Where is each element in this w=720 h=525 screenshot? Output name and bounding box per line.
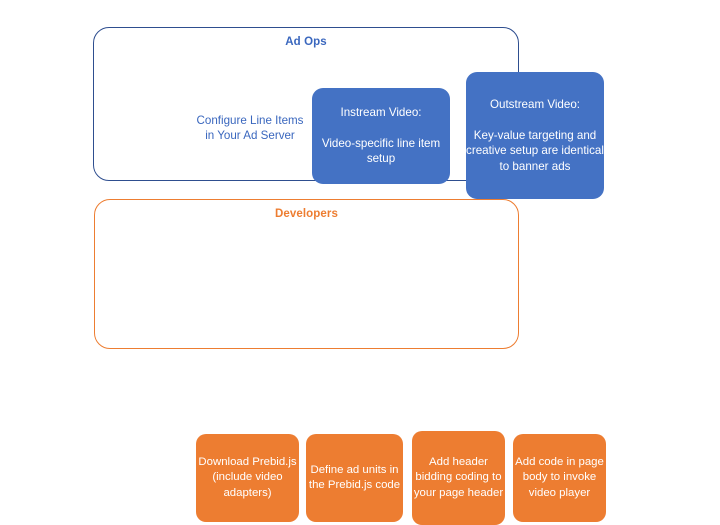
card-define-ad-units[interactable]: Define ad units in the Prebid.js code [306,434,403,522]
card-download-prebid-body: Download Prebid.js (include video adapte… [198,456,297,499]
card-add-header-bidding-body: Add header bidding coding to your page h… [413,456,504,499]
card-outstream-video-body: Key-value targeting and creative setup a… [466,128,604,173]
group-developers-title: Developers [274,208,338,220]
card-add-header-bidding[interactable]: Add header bidding coding to your page h… [412,431,505,525]
text-configure-line-items: Configure Line Items in Your Ad Server [196,113,304,143]
group-developers: Developers Download Prebid.js (include v… [94,199,606,525]
card-outstream-video-heading: Outstream Video: [489,98,580,111]
card-instream-video-heading: Instream Video: [340,106,422,120]
card-instream-video-body: Video-specific line item setup [321,136,441,166]
diagram-canvas: Ad Ops Configure Line Items in Your Ad S… [93,27,606,525]
card-outstream-video[interactable]: Outstream Video: Key-value targeting and… [466,72,604,199]
card-download-prebid[interactable]: Download Prebid.js (include video adapte… [196,434,299,522]
group-ad-ops: Ad Ops Configure Line Items in Your Ad S… [93,27,604,199]
card-add-page-body-code-body: Add code in page body to invoke video pl… [515,456,604,499]
card-define-ad-units-body: Define ad units in the Prebid.js code [308,463,401,491]
group-ad-ops-title: Ad Ops [285,36,327,48]
card-add-page-body-code[interactable]: Add code in page body to invoke video pl… [513,434,606,522]
card-instream-video[interactable]: Instream Video: Video-specific line item… [312,88,450,184]
